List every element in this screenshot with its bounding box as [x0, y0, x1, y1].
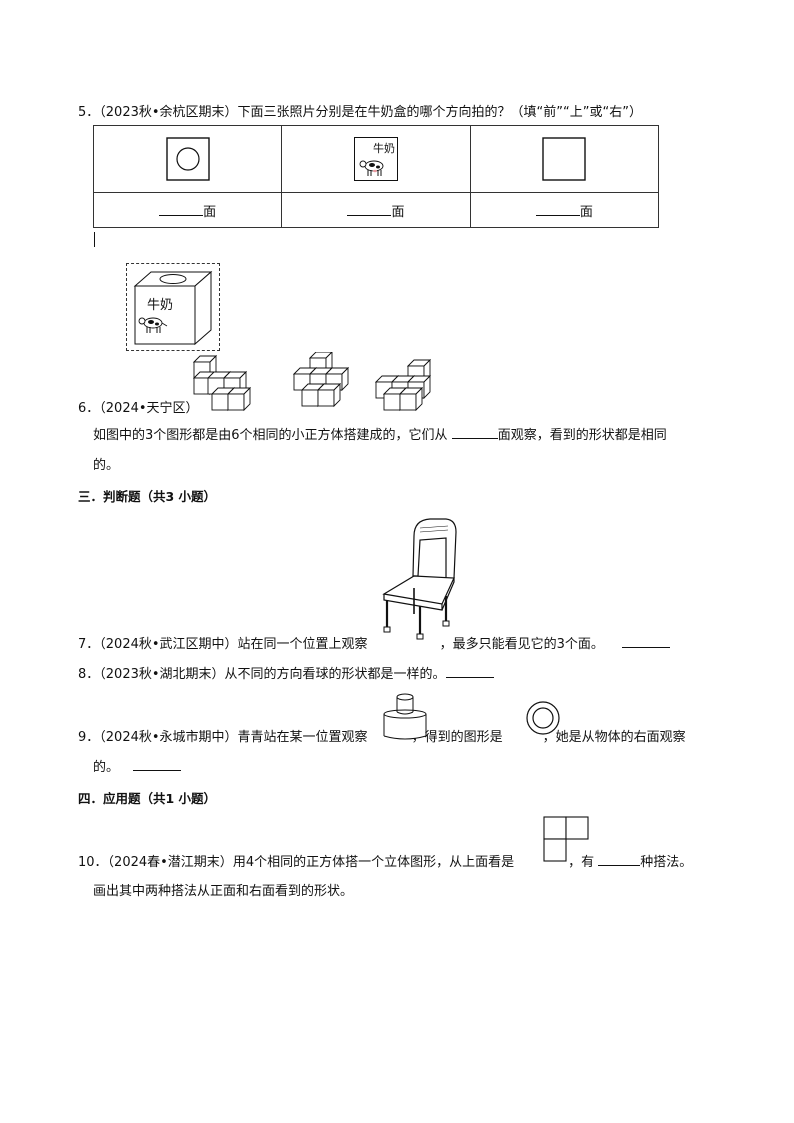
q10-text-b: ，有 [568, 855, 595, 870]
answer-suffix-3: 面 [579, 204, 593, 220]
q6-number: 6． [78, 401, 100, 416]
q10-line1: 10．（2024春•潜江期末）用4个相同的正方体搭一个立体图形，从上面看是，有 … [78, 851, 692, 870]
q10-source: （2024春•潜江期末） [107, 855, 233, 870]
square-view-icon [542, 137, 587, 181]
q7-text-a: 站在同一个位置上观察 [237, 637, 368, 652]
cylinder-stack-icon [383, 693, 427, 740]
milk-box-label: 牛奶 [147, 298, 174, 313]
q9-answer-blank[interactable] [133, 756, 182, 771]
answer-cell-1[interactable]: 面 [92, 192, 283, 228]
top-view-grid-icon [543, 816, 589, 862]
answer-cell-2[interactable]: 面 [281, 192, 471, 228]
q10-text-c: 种搭法。 [640, 855, 693, 870]
q9-source: （2024秋•永城市期中） [99, 730, 238, 745]
circle-view-icon [165, 137, 210, 181]
q7-line: 7．（2024秋•武江区期中）站在同一个位置上观察 ，最多只能看见它的3个面。 [78, 633, 670, 652]
cow-icon [359, 160, 384, 176]
chair-icon [382, 518, 457, 640]
q10-line2: 画出其中两种搭法从正面和右面看到的形状。 [93, 880, 353, 899]
q5-source: （2023秋•余杭区期末） [99, 105, 238, 120]
q9-number: 9． [78, 730, 100, 745]
q5-photo-table: 牛奶 面 面 面 [92, 125, 660, 228]
q8-number: 8． [78, 667, 100, 682]
answer-blank-1[interactable] [159, 201, 204, 216]
q6-number-line: 6．（2024•天宁区） [78, 397, 199, 416]
answer-suffix-1: 面 [203, 204, 217, 220]
photo-milk-label: 牛奶 [372, 142, 395, 155]
q6-text-b: 面观察，看到的形状都是相同 [497, 428, 667, 443]
answer-blank-3[interactable] [535, 201, 580, 216]
photo-cell-3 [469, 125, 660, 193]
photo-cell-1 [92, 125, 283, 193]
q8-line: 8．（2023秋•湖北期末）从不同的方向看球的形状都是一样的。 [78, 663, 494, 682]
q9-line2: 的。 [93, 756, 182, 775]
photo-cell-2: 牛奶 [281, 125, 471, 193]
q10-text-a: 用4个相同的正方体搭一个立体图形，从上面看是 [232, 855, 515, 870]
answer-suffix-2: 面 [391, 204, 405, 220]
q10-number: 10． [78, 855, 108, 870]
q9-text-d: 的。 [93, 760, 120, 775]
milk-front-photo: 牛奶 [353, 137, 398, 181]
q6-text-c: 的。 [93, 458, 120, 473]
q6-source: （2024•天宁区） [99, 401, 199, 416]
q9-line1: 9．（2024秋•永城市期中）青青站在某一位置观察 ，得到的图形是 ，她是从物体的右… [78, 726, 686, 745]
q6-text-a: 如图中的3个图形都是由6个相同的小正方体搭建成的，它们从 [93, 428, 448, 443]
section-4-title: 四．应用题（共1 小题） [78, 791, 217, 806]
text-cursor [94, 232, 95, 247]
q5-line: 5．（2023秋•余杭区期末）下面三张照片分别是在牛奶盒的哪个方向拍的？（填“前… [78, 101, 642, 120]
q9-text-c: ，她是从物体的右面观察 [542, 730, 686, 745]
q7-answer-blank[interactable] [621, 633, 670, 648]
q7-text-b: ，最多只能看见它的3个面。 [439, 637, 604, 652]
q8-source: （2023秋•湖北期末） [99, 667, 225, 682]
milk-box-figure: 牛奶 [126, 263, 220, 351]
section-3-title: 三．判断题（共3 小题） [78, 489, 217, 504]
answer-cell-3[interactable]: 面 [469, 192, 660, 228]
q7-number: 7． [78, 637, 100, 652]
q8-answer-blank[interactable] [445, 663, 494, 678]
q7-source: （2024秋•武江区期中） [99, 637, 238, 652]
q5-text: 下面三张照片分别是在牛奶盒的哪个方向拍的？（填“前”“上”或“右”） [237, 105, 642, 120]
q9-text-a: 青青站在某一位置观察 [237, 730, 368, 745]
cube-figures-icon [193, 352, 431, 411]
answer-blank-2[interactable] [347, 201, 392, 216]
ring-view-icon [526, 701, 560, 735]
q8-text: 从不同的方向看球的形状都是一样的。 [224, 667, 446, 682]
q10-text-d: 画出其中两种搭法从正面和右面看到的形状。 [93, 884, 354, 899]
q9-text-b: ，得到的图形是 [411, 730, 503, 745]
q6-answer-blank[interactable] [451, 424, 498, 439]
q6-line1: 如图中的3个图形都是由6个相同的小正方体搭建成的，它们从 面观察，看到的形状都是… [93, 424, 667, 443]
q6-line2: 的。 [93, 454, 119, 473]
q10-answer-blank[interactable] [598, 851, 641, 866]
q5-number: 5． [78, 105, 100, 120]
milk-box-icon [133, 270, 213, 346]
